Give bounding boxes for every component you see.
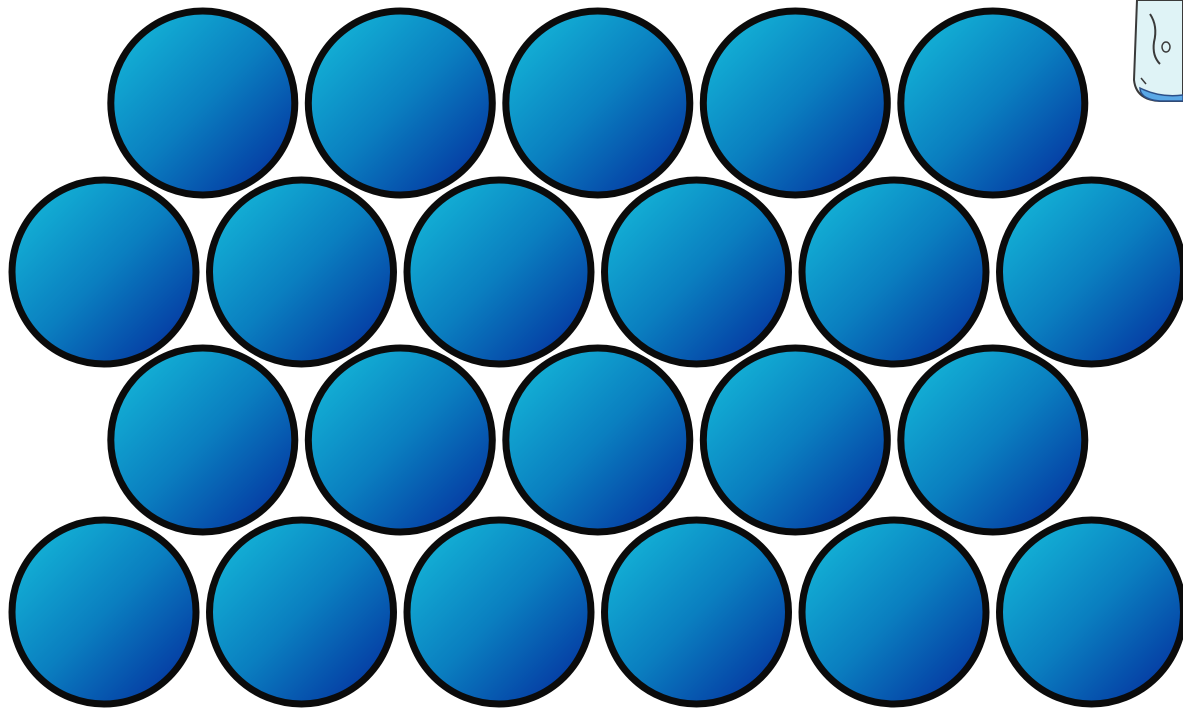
sphere	[210, 180, 394, 364]
sphere	[308, 11, 492, 195]
sphere	[506, 348, 690, 532]
sphere	[802, 520, 986, 704]
sphere	[210, 520, 394, 704]
sphere	[407, 520, 591, 704]
beaker-icon	[1134, 0, 1183, 101]
sphere	[407, 180, 591, 364]
sphere	[703, 11, 887, 195]
sphere	[1000, 520, 1183, 704]
sphere	[901, 11, 1085, 195]
sphere	[12, 180, 196, 364]
sphere	[308, 348, 492, 532]
sphere	[802, 180, 986, 364]
sphere	[703, 348, 887, 532]
sphere	[111, 348, 295, 532]
sphere	[111, 11, 295, 195]
sphere-grid	[12, 11, 1183, 704]
sphere	[1000, 180, 1183, 364]
sphere	[605, 520, 789, 704]
sphere	[12, 520, 196, 704]
sphere	[605, 180, 789, 364]
sphere	[901, 348, 1085, 532]
sphere	[506, 11, 690, 195]
